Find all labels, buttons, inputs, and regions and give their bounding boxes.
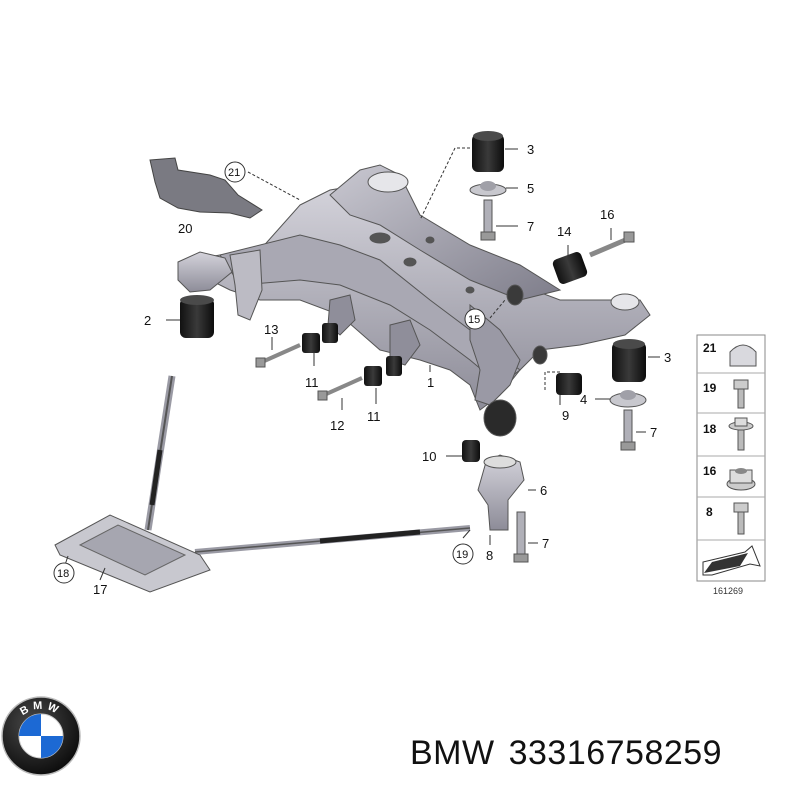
callout-21-circled: 21 [228, 167, 240, 179]
legend-item-16: 16 [703, 464, 717, 478]
bushing-14 [552, 231, 635, 284]
bolt-icon [733, 379, 749, 409]
legend-item-18: 18 [703, 422, 717, 436]
callout-20: 20 [178, 221, 192, 236]
cap-nut-icon [729, 344, 757, 367]
callout-14: 14 [557, 224, 571, 239]
callout-8: 8 [486, 548, 493, 563]
callout-19-circled: 19 [456, 549, 468, 561]
leader-lines [64, 147, 660, 581]
callout-17: 17 [93, 582, 107, 597]
callout-15-circled: 15 [468, 314, 480, 326]
bracket-6 [477, 454, 529, 563]
rear-right-mount [609, 339, 647, 451]
callout-7-right: 7 [650, 425, 657, 440]
hex-bolt-icon [733, 502, 749, 535]
callout-11-a: 11 [305, 375, 319, 390]
callout-13: 13 [264, 322, 278, 337]
callout-16: 16 [600, 207, 614, 222]
bushings-11 [255, 323, 402, 401]
front-left-mount [177, 251, 233, 338]
callout-12: 12 [330, 418, 344, 433]
callout-5: 5 [527, 181, 534, 196]
callout-3-top: 3 [527, 142, 534, 157]
right-top-mount [469, 131, 507, 241]
callout-2: 2 [144, 313, 151, 328]
subframe [189, 164, 651, 437]
callout-18-circled: 18 [57, 568, 69, 580]
brace-plate [54, 375, 471, 593]
callout-9: 9 [562, 408, 569, 423]
circled-callouts: 21 15 18 19 [53, 161, 486, 584]
heat-shield [149, 157, 263, 219]
callout-4: 4 [580, 392, 587, 407]
callout-labels: 3 5 7 14 16 20 2 13 11 1 12 11 3 4 9 7 1… [93, 142, 671, 597]
callout-7-bottom: 7 [542, 536, 549, 551]
legend-item-19: 19 [703, 381, 717, 395]
bushings-9-10 [462, 373, 582, 462]
callout-3-right: 3 [664, 350, 671, 365]
parts-diagram: 3 5 7 14 16 20 2 13 11 1 12 11 3 4 9 7 1… [53, 131, 766, 597]
legend-panel: 21 19 18 16 8 161269 [696, 334, 766, 596]
flange-bolt-icon [728, 417, 754, 451]
footer-caption: BMW 33316758259 [410, 734, 722, 773]
callout-1: 1 [427, 375, 434, 390]
brand-name: BMW [410, 734, 495, 772]
callout-7-top: 7 [527, 219, 534, 234]
legend-item-8: 8 [706, 505, 713, 519]
flange-nut-icon [726, 468, 756, 491]
direction-arrow-icon [702, 545, 761, 576]
diagram-reference-number: 161269 [713, 586, 743, 596]
part-number: 33316758259 [508, 734, 723, 772]
callout-6: 6 [540, 483, 547, 498]
bmw-logo-icon: BMW [1, 696, 81, 776]
callout-10: 10 [422, 449, 436, 464]
callout-11-b: 11 [367, 409, 381, 424]
legend-item-21: 21 [703, 341, 717, 355]
